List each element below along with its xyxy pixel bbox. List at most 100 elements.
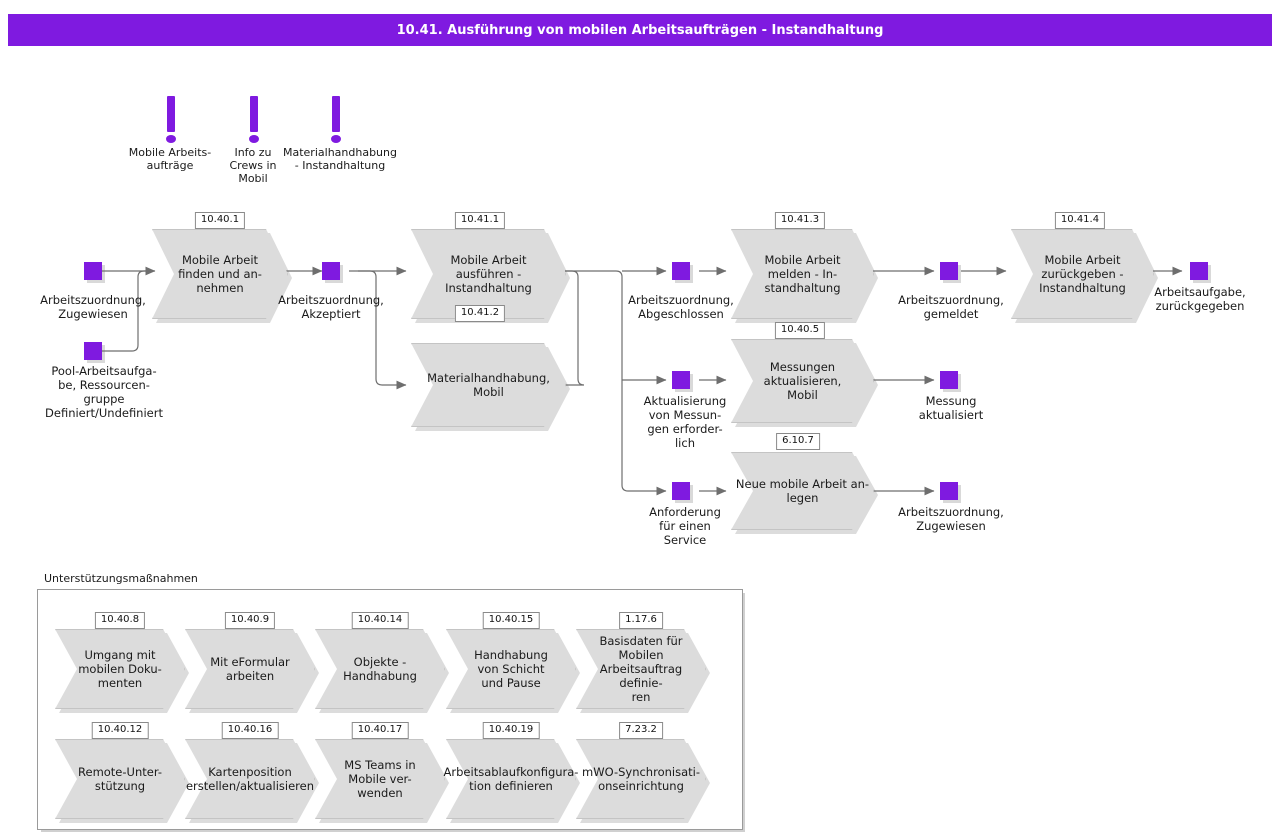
- exclamation-icon-mobile-arbeitsauftraege[interactable]: [164, 96, 178, 143]
- attachment-label-mobile-arbeitsauftraege: Mobile Arbeits- aufträge: [128, 146, 212, 172]
- event-label-arbeitszuordnung-gemeldet: Arbeitszuordnung, gemeldet: [898, 293, 1004, 321]
- process-id-10-40-5: 10.40.5: [774, 322, 826, 339]
- process-label: mWO-Synchronisati- onseinrichtung: [582, 765, 700, 793]
- exclamation-icon-materialhandhabung[interactable]: [329, 96, 343, 143]
- process-label: Arbeitsablaufkonfigura- tion definieren: [443, 765, 579, 793]
- support-objekte-handhabung[interactable]: Objekte - Handhabung: [315, 629, 445, 709]
- page-title: 10.41. Ausführung von mobilen Arbeitsauf…: [396, 22, 884, 38]
- event-label-messung-aktualisiert: Messung aktualisiert: [918, 394, 984, 422]
- event-messung-aktualisiert[interactable]: [940, 371, 961, 392]
- attachment-label-materialhandhabung: Materialhandhabung - Instandhaltung: [283, 146, 397, 172]
- process-label: Mobile Arbeit finden und an- nehmen: [178, 253, 262, 295]
- process-label: Mobile Arbeit melden - In- standhaltung: [764, 253, 841, 295]
- support-id-10-40-12: 10.40.12: [91, 722, 149, 739]
- process-label: MS Teams in Mobile ver- wenden: [344, 758, 416, 800]
- exclamation-dot: [331, 135, 341, 143]
- support-id-10-40-9: 10.40.9: [224, 612, 276, 629]
- process-shape: [411, 343, 566, 427]
- support-mwo-synchronisation[interactable]: mWO-Synchronisati- onseinrichtung: [576, 739, 706, 819]
- event-label-anforderung-fuer-einen-service: Anforderung für einen Service: [649, 505, 721, 547]
- process-label: Mobile Arbeit ausführen - Instandhaltung: [445, 253, 532, 295]
- process-label: Neue mobile Arbeit an- legen: [735, 477, 870, 505]
- process-shape: [731, 229, 874, 319]
- support-id-10-40-19: 10.40.19: [482, 722, 540, 739]
- event-label-aktualisierung-von-messungen: Aktualisierung von Messun- gen erforder-…: [643, 394, 727, 450]
- event-square: [322, 262, 340, 280]
- support-remote-unterstuetzung[interactable]: Remote-Unter- stützung: [55, 739, 185, 819]
- event-label-arbeitszuordnung-akzeptiert: Arbeitszuordnung, Akzeptiert: [278, 293, 384, 321]
- exclamation-icon-info-zu-crews[interactable]: [247, 96, 261, 143]
- support-umgang-mit-mobilen-dokumenten[interactable]: Umgang mit mobilen Doku- menten: [55, 629, 185, 709]
- process-id-10-41-2: 10.41.2: [454, 305, 506, 322]
- exclamation-dot: [166, 135, 176, 143]
- support-basisdaten-mobiler-auftrag[interactable]: Basisdaten für Mobilen Arbeitsauftrag de…: [576, 629, 706, 709]
- event-label-arbeitszuordnung-zugewiesen: Arbeitszuordnung, Zugewiesen: [40, 293, 146, 321]
- event-square: [940, 482, 958, 500]
- event-arbeitszuordnung-zugewiesen[interactable]: [84, 262, 105, 283]
- process-label: Umgang mit mobilen Doku- menten: [78, 648, 162, 690]
- process-shape: [731, 339, 874, 423]
- process-label: Kartenposition erstellen/aktualisieren: [185, 765, 315, 793]
- support-arbeitsablaufkonfiguration[interactable]: Arbeitsablaufkonfigura- tion definieren: [443, 739, 579, 819]
- event-square: [1190, 262, 1208, 280]
- event-label-arbeitsaufgabe-zurueckgegeben: Arbeitsaufgabe, zurückgegeben: [1154, 285, 1246, 313]
- event-square: [84, 262, 102, 280]
- support-id-1-17-6: 1.17.6: [619, 612, 663, 629]
- process-id-6-10-7: 6.10.7: [776, 433, 820, 450]
- process-shape: [152, 229, 288, 319]
- process-mobile-arbeit-zurueckgeben[interactable]: Mobile Arbeit zurückgeben - Instandhaltu…: [1011, 229, 1154, 319]
- event-label-pool-arbeitsaufgabe: Pool-Arbeitsaufga- be, Ressourcen- grupp…: [45, 364, 163, 420]
- process-id-10-40-1: 10.40.1: [194, 212, 246, 229]
- event-arbeitszuordnung-abgeschlossen[interactable]: [672, 262, 693, 283]
- support-handhabung-schicht-pause[interactable]: Handhabung von Schicht und Pause: [446, 629, 576, 709]
- event-arbeitsaufgabe-zurueckgegeben[interactable]: [1190, 262, 1211, 283]
- process-label: Materialhandhabung, Mobil: [427, 371, 550, 399]
- event-anforderung-fuer-einen-service[interactable]: [672, 482, 693, 503]
- event-square: [84, 342, 102, 360]
- support-id-10-40-16: 10.40.16: [221, 722, 279, 739]
- support-kartenposition[interactable]: Kartenposition erstellen/aktualisieren: [185, 739, 315, 819]
- process-mobile-arbeit-finden[interactable]: Mobile Arbeit finden und an- nehmen: [152, 229, 288, 319]
- exclamation-dot: [249, 135, 259, 143]
- process-label: Objekte - Handhabung: [343, 655, 417, 683]
- process-messungen-aktualisieren[interactable]: Messungen aktualisieren, Mobil: [731, 339, 874, 423]
- event-arbeitszuordnung-gemeldet[interactable]: [940, 262, 961, 283]
- event-aktualisierung-von-messungen[interactable]: [672, 371, 693, 392]
- process-label: Handhabung von Schicht und Pause: [474, 648, 548, 690]
- event-label-arbeitszuordnung-abgeschlossen: Arbeitszuordnung, Abgeschlossen: [628, 293, 734, 321]
- process-label: Mit eFormular arbeiten: [210, 655, 290, 683]
- process-neue-mobile-arbeit-anlegen[interactable]: Neue mobile Arbeit an- legen: [731, 452, 874, 530]
- attachment-label-info-zu-crews: Info zu Crews in Mobil: [229, 146, 277, 185]
- support-id-10-40-8: 10.40.8: [94, 612, 146, 629]
- process-materialhandhabung-mobil[interactable]: Materialhandhabung, Mobil: [411, 343, 566, 427]
- exclamation-bar: [167, 96, 175, 132]
- process-label: Messungen aktualisieren, Mobil: [763, 360, 842, 402]
- process-shape: [411, 229, 566, 319]
- support-ms-teams-in-mobile[interactable]: MS Teams in Mobile ver- wenden: [315, 739, 445, 819]
- event-square: [672, 482, 690, 500]
- event-square: [940, 262, 958, 280]
- process-shape: [1011, 229, 1154, 319]
- support-id-10-40-15: 10.40.15: [482, 612, 540, 629]
- process-label: Basisdaten für Mobilen Arbeitsauftrag de…: [599, 634, 683, 704]
- support-section-caption: Unterstützungsmaßnahmen: [44, 572, 198, 585]
- support-id-7-23-2: 7.23.2: [619, 722, 663, 739]
- event-square: [940, 371, 958, 389]
- process-shape: [731, 452, 874, 530]
- support-id-10-40-14: 10.40.14: [351, 612, 409, 629]
- process-label: Remote-Unter- stützung: [78, 765, 162, 793]
- exclamation-bar: [250, 96, 258, 132]
- event-square: [672, 371, 690, 389]
- event-pool-arbeitsaufgabe[interactable]: [84, 342, 105, 363]
- page-title-bar: 10.41. Ausführung von mobilen Arbeitsauf…: [8, 14, 1272, 46]
- support-id-10-40-17: 10.40.17: [351, 722, 409, 739]
- event-arbeitszuordnung-akzeptiert[interactable]: [322, 262, 343, 283]
- event-arbeitszuordnung-zugewiesen-2[interactable]: [940, 482, 961, 503]
- event-label-arbeitszuordnung-zugewiesen-2: Arbeitszuordnung, Zugewiesen: [898, 505, 1004, 533]
- process-label: Mobile Arbeit zurückgeben - Instandhaltu…: [1039, 253, 1126, 295]
- exclamation-bar: [332, 96, 340, 132]
- support-mit-eformular-arbeiten[interactable]: Mit eFormular arbeiten: [185, 629, 315, 709]
- process-mobile-arbeit-melden[interactable]: Mobile Arbeit melden - In- standhaltung: [731, 229, 874, 319]
- process-id-10-41-1: 10.41.1: [454, 212, 506, 229]
